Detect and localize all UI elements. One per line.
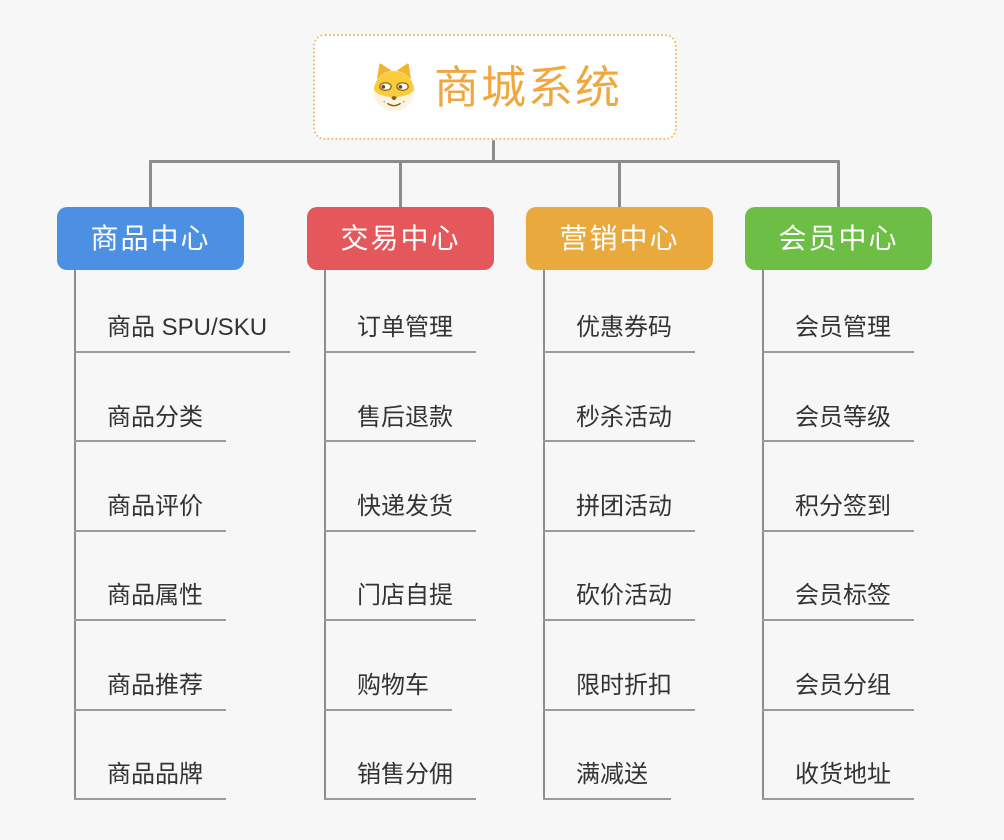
leaf-row: 商品分类 (74, 353, 290, 443)
leaf-row: 商品评价 (74, 442, 290, 532)
branch-vline (324, 270, 326, 800)
root-node[interactable]: 商城系统 (313, 34, 677, 140)
branch-label: 会员中心 (778, 222, 899, 254)
leaf-topic[interactable]: 优惠券码 (543, 314, 695, 353)
connector-drop-4 (837, 160, 840, 208)
leaf-list: 优惠券码 秒杀活动 拼团活动 砍价活动 限时折扣 满减送 (543, 264, 695, 800)
leaf-row: 拼团活动 (543, 442, 695, 532)
leaf-topic[interactable]: 商品属性 (74, 582, 226, 622)
leaf-topic[interactable]: 会员管理 (762, 314, 914, 353)
branch-vline (762, 270, 764, 800)
connector-drop-2 (399, 160, 402, 208)
connector-drop-1 (149, 160, 152, 208)
leaf-row: 积分签到 (762, 442, 914, 532)
leaf-topic[interactable]: 商品评价 (74, 493, 226, 532)
leaf-topic[interactable]: 会员分组 (762, 672, 914, 711)
branch-vline (543, 270, 545, 800)
leaf-topic[interactable]: 积分签到 (762, 493, 914, 532)
leaf-row: 满减送 (543, 711, 695, 800)
dog-face-icon (368, 61, 420, 113)
leaf-topic[interactable]: 限时折扣 (543, 672, 695, 711)
leaf-topic[interactable]: 售后退款 (324, 404, 476, 443)
leaf-row: 订单管理 (324, 264, 476, 353)
branch-vline (74, 270, 76, 800)
leaf-topic[interactable]: 砍价活动 (543, 582, 695, 622)
leaf-topic[interactable]: 快递发货 (324, 493, 476, 532)
branch-label: 商品中心 (90, 222, 211, 254)
branch-label: 交易中心 (340, 222, 461, 254)
connector-root-stub (492, 140, 495, 163)
leaf-row: 售后退款 (324, 353, 476, 443)
leaf-topic[interactable]: 满减送 (543, 761, 671, 800)
connector-drop-3 (618, 160, 621, 208)
leaf-topic[interactable]: 商品 SPU/SKU (74, 314, 291, 353)
leaf-list: 商品 SPU/SKU 商品分类 商品评价 商品属性 商品推荐 商品品牌 (74, 264, 291, 800)
leaf-row: 会员标签 (762, 532, 914, 622)
leaf-topic[interactable]: 收货地址 (762, 761, 914, 800)
leaf-topic[interactable]: 购物车 (324, 672, 452, 711)
leaf-list: 会员管理 会员等级 积分签到 会员标签 会员分组 收货地址 (762, 264, 914, 800)
leaf-topic[interactable]: 会员等级 (762, 404, 914, 443)
leaf-row: 销售分佣 (324, 711, 476, 800)
leaf-row: 秒杀活动 (543, 353, 695, 443)
leaf-row: 会员等级 (762, 353, 914, 443)
leaf-topic[interactable]: 会员标签 (762, 582, 914, 622)
leaf-row: 商品属性 (74, 532, 290, 622)
leaf-row: 门店自提 (324, 532, 476, 622)
branch-header-trade-center[interactable]: 交易中心 (307, 207, 494, 270)
leaf-topic[interactable]: 订单管理 (324, 314, 476, 353)
leaf-row: 砍价活动 (543, 532, 695, 622)
leaf-row: 商品推荐 (74, 621, 290, 711)
root-title: 商城系统 (433, 61, 622, 113)
leaf-row: 会员分组 (762, 621, 914, 711)
leaf-row: 优惠券码 (543, 264, 695, 353)
leaf-topic[interactable]: 门店自提 (324, 582, 476, 622)
leaf-row: 商品品牌 (74, 711, 290, 800)
branch-header-member-center[interactable]: 会员中心 (745, 207, 932, 270)
leaf-topic[interactable]: 拼团活动 (543, 493, 695, 532)
leaf-row: 限时折扣 (543, 621, 695, 711)
leaf-topic[interactable]: 秒杀活动 (543, 404, 695, 443)
branch-label: 营销中心 (559, 222, 680, 254)
leaf-topic[interactable]: 商品分类 (74, 404, 226, 443)
leaf-row: 快递发货 (324, 442, 476, 532)
connector-bus (149, 160, 840, 163)
leaf-topic[interactable]: 商品品牌 (74, 761, 226, 800)
leaf-row: 收货地址 (762, 711, 914, 800)
leaf-topic[interactable]: 销售分佣 (324, 761, 476, 800)
leaf-row: 会员管理 (762, 264, 914, 353)
branch-header-product-center[interactable]: 商品中心 (57, 207, 244, 270)
leaf-topic[interactable]: 商品推荐 (74, 672, 226, 711)
leaf-row: 商品 SPU/SKU (74, 264, 291, 353)
branch-header-marketing-center[interactable]: 营销中心 (526, 207, 713, 270)
leaf-list: 订单管理 售后退款 快递发货 门店自提 购物车 销售分佣 (324, 264, 476, 800)
leaf-row: 购物车 (324, 621, 476, 711)
